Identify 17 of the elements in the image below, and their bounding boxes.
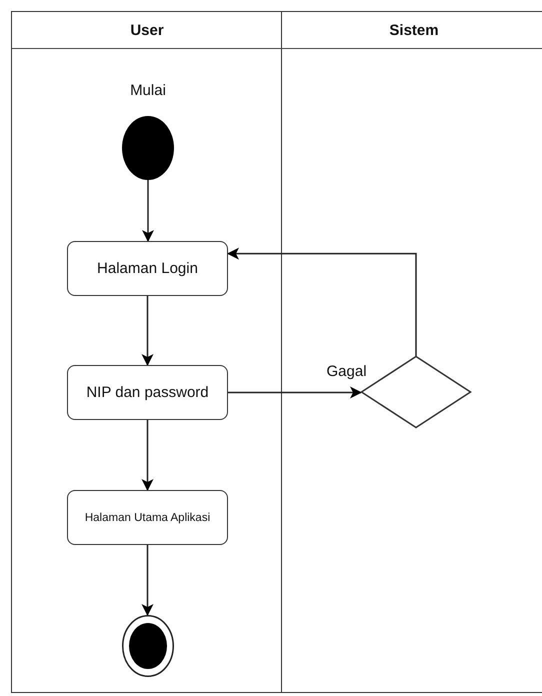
swimlane <box>11 11 282 693</box>
arrow <box>142 180 154 242</box>
arrow <box>227 248 417 356</box>
swimlane <box>281 11 542 693</box>
end-node <box>122 615 174 677</box>
lane-header: Sistem <box>282 12 542 49</box>
arrow <box>228 386 362 398</box>
activity-box: NIP dan password <box>67 365 228 420</box>
lane-header: User <box>12 12 282 49</box>
activity-box: Halaman Login <box>67 241 228 296</box>
arrow <box>142 296 154 366</box>
node-caption: Mulai <box>129 82 167 99</box>
arrow <box>142 545 154 616</box>
start-node <box>122 116 174 180</box>
activity-box: Halaman Utama Aplikasi <box>67 490 228 545</box>
arrow <box>142 420 154 491</box>
edge-label: Gagal <box>324 362 369 380</box>
